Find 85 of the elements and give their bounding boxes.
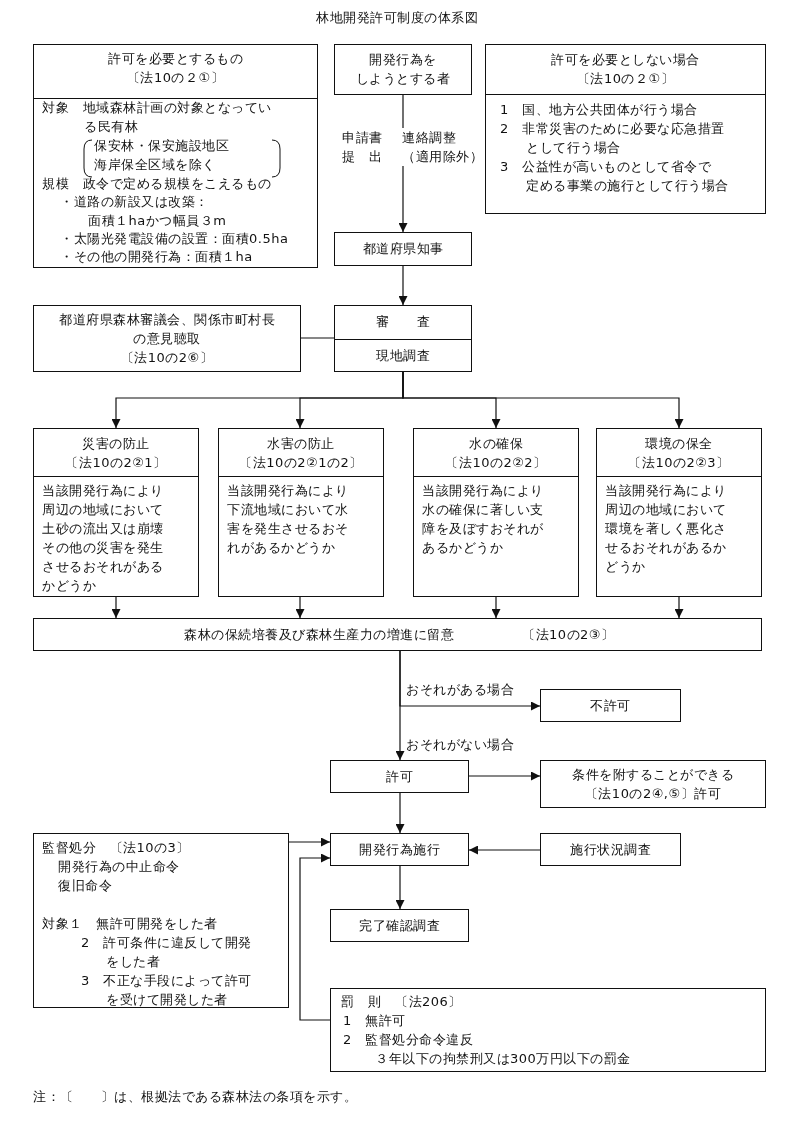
box-text: 復旧命令: [58, 877, 112, 895]
box-heading: 〔法10の2②1〕: [64, 454, 168, 472]
process-box: [330, 909, 469, 942]
box-text: 当該開発行為により水の確保に著しい支障を及ぼすおそれがあるかどうか: [422, 482, 544, 557]
box-text: 開発行為の中止命令: [58, 858, 180, 876]
box-heading: 審 査: [375, 313, 431, 331]
box-heading: 水害の防止: [266, 435, 336, 453]
arrow: [395, 650, 405, 761]
process-box: [33, 44, 318, 268]
edge-label: 申請書提 出: [342, 128, 383, 166]
diagram-title: 林地開発許可制度の体系図: [315, 9, 479, 27]
process-box: [540, 833, 681, 866]
arrow: [111, 596, 121, 619]
box-text: 施行状況調査: [569, 841, 652, 859]
box-text: ・その他の開発行為：面積１ha: [60, 248, 253, 266]
arrow: [674, 596, 684, 619]
process-box: [334, 44, 472, 95]
box-text: 対象１ 無許可開発をした者: [42, 915, 218, 933]
box-text: 都道府県知事: [361, 240, 445, 258]
box-text: 〔法10の2③〕: [522, 626, 615, 644]
arrow: [402, 371, 684, 429]
box-text: 当該開発行為により周辺の地域において環境を著しく悪化させるおそれがあるかどうか: [605, 482, 727, 576]
box-text: 完了確認調査: [358, 917, 441, 935]
process-box: [334, 232, 472, 266]
process-box: [334, 305, 472, 372]
box-heading: 水の確保: [468, 435, 524, 453]
box-text: 森林の保続培養及び森林生産力の増進に留意: [184, 626, 454, 644]
box-text: 規模 政令で定める規模をこえるもの: [42, 175, 272, 193]
box-heading: 〔法10の２①〕: [575, 70, 676, 88]
process-box: [330, 760, 469, 793]
process-box: [33, 428, 199, 597]
arrow: [295, 596, 305, 619]
process-box: [485, 44, 766, 214]
process-box: [540, 689, 681, 722]
box-text: ・太陽光発電設備の設置：面積0.5ha: [60, 230, 289, 248]
process-box: [33, 305, 301, 372]
arrow: [299, 853, 331, 1021]
process-box: [33, 618, 762, 651]
box-text: 対象 地域森林計画の対象となっている民有林: [42, 99, 272, 136]
box-text: 当該開発行為により周辺の地域において土砂の流出又は崩壊その他の災害を発生させるおそれがあるかどうか: [42, 482, 164, 595]
box-text: 2 監督処分命令違反: [343, 1031, 474, 1049]
process-box: [330, 988, 766, 1072]
box-heading: 許可を必要とするもの: [107, 50, 244, 68]
box-text: 〔法10の2⑥〕: [119, 349, 215, 367]
arrow: [398, 265, 408, 306]
box-text: 罰 則 〔法206〕: [341, 993, 462, 1011]
arrow: [468, 771, 541, 781]
box-text: ３年以下の拘禁刑又は300万円以下の罰金: [375, 1050, 631, 1068]
box-text: 3 不正な手段によって許可を受けて開発した者: [81, 972, 252, 1009]
box-text: 保安林・保安施設地区海岸保全区域を除く: [94, 137, 229, 174]
box-text: 1 国、地方公共団体が行う場合: [500, 101, 698, 119]
box-heading: 許可を必要としない場合: [550, 51, 701, 69]
box-heading: 〔法10の2②3〕: [627, 454, 731, 472]
arrow: [288, 837, 331, 847]
arrow: [468, 845, 541, 855]
arrow: [395, 792, 405, 834]
box-text: 条件を附することができる〔法10の2④,⑤〕許可: [571, 766, 735, 803]
box-text: 1 無許可: [343, 1012, 406, 1030]
box-text: 開発行為をしようとする者: [354, 51, 452, 88]
edge-label: おそれがある場合: [406, 680, 514, 699]
arrow: [395, 865, 405, 910]
box-text: 不許可: [589, 697, 632, 715]
box-text: 都道府県森林審議会、関係市町村長の意見聴取: [58, 311, 276, 348]
process-box: [540, 760, 766, 808]
box-heading: 〔法10の2②2〕: [444, 454, 548, 472]
process-box: [596, 428, 762, 597]
box-heading: 災害の防止: [81, 435, 151, 453]
box-text: 2 非常災害のために必要な応急措置として行う場合: [500, 120, 725, 157]
box-text: 3 公益性が高いものとして省令で定める事業の施行として行う場合: [500, 158, 729, 195]
edge-label: おそれがない場合: [406, 735, 514, 754]
box-heading: 〔法10の2②1の2〕: [238, 454, 364, 472]
box-heading: 〔法10の２①〕: [125, 69, 226, 87]
box-text: 開発行為施行: [358, 841, 441, 859]
box-text: ・道路の新設又は改築：面積１haかつ幅員３m: [60, 193, 227, 230]
box-text: 現地調査: [375, 347, 431, 365]
box-text: 当該開発行為により下流地域において水害を発生させるおそれがあるかどうか: [227, 482, 349, 557]
box-text: 監督処分 〔法10の3〕: [42, 839, 190, 857]
process-box: [330, 833, 469, 866]
box-text: 2 許可条件に違反して開発をした者: [81, 934, 252, 971]
process-box: [33, 833, 289, 1008]
process-box: [413, 428, 579, 597]
box-text: 許可: [385, 768, 414, 786]
arrow: [491, 596, 501, 619]
process-box: [218, 428, 384, 597]
box-heading: 環境の保全: [644, 435, 714, 453]
